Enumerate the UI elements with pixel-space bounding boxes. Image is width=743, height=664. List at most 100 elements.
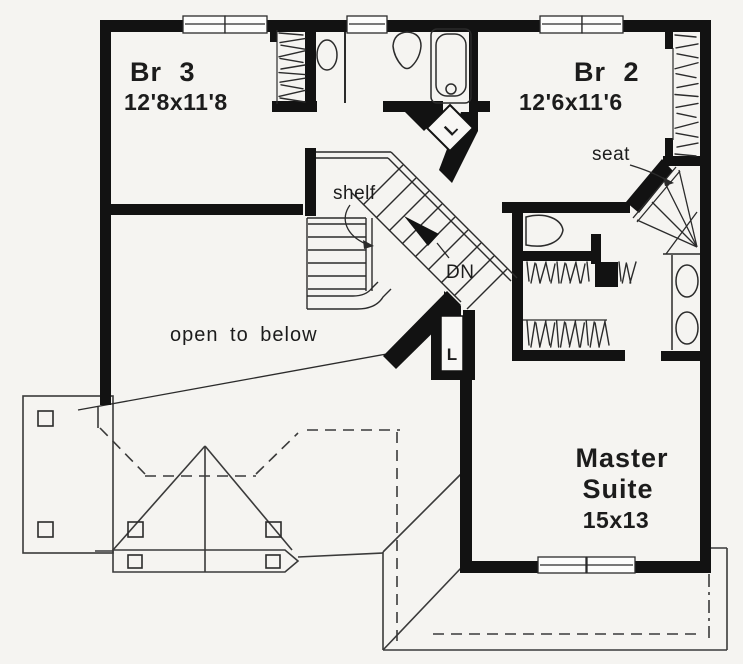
porch-post xyxy=(265,521,282,538)
wall-tub-stub xyxy=(469,101,490,112)
staircase xyxy=(306,151,518,310)
hatch-stroke xyxy=(675,132,699,138)
stair-rail-inner xyxy=(387,157,512,282)
hatch-stroke xyxy=(568,320,577,348)
wall-tub xyxy=(469,22,478,112)
open-to-below-label: open to below xyxy=(170,324,318,346)
shelf-leader xyxy=(344,204,367,245)
porch-posts xyxy=(37,410,282,569)
roof-hip-upper xyxy=(382,472,463,553)
room-label-br3: Br 3 xyxy=(130,57,196,87)
wall-linen-triangle xyxy=(405,112,443,131)
hatch-stroke xyxy=(621,262,628,284)
dn-leader xyxy=(436,242,450,259)
seat-leader-arrowhead xyxy=(663,177,674,186)
hatch-stroke xyxy=(279,97,306,103)
wall-bath-bottom-left xyxy=(272,101,317,112)
hatch-stroke xyxy=(530,321,536,348)
wall-br2-closet-bottom xyxy=(663,156,700,166)
toilet xyxy=(316,39,338,71)
hatch-stroke xyxy=(598,320,606,348)
dn-label: DN xyxy=(446,262,474,283)
porch-post xyxy=(37,410,54,427)
hatch-stroke xyxy=(574,321,581,348)
stair-rail-outer xyxy=(390,151,518,279)
open-to-below-line xyxy=(77,352,393,411)
closet-hatch-master-row1b xyxy=(618,261,637,284)
hatch-stroke xyxy=(279,37,306,44)
bath-tub xyxy=(430,28,472,104)
wall-msuite-left xyxy=(460,374,472,573)
linen-diamond xyxy=(425,103,475,153)
room-label-br2: Br 2 xyxy=(574,57,640,87)
down-arrow xyxy=(404,216,439,246)
hatch-stroke xyxy=(575,262,581,284)
wall-br2-closet-stub-top xyxy=(665,32,673,49)
hatch-stroke xyxy=(526,320,530,346)
room-dims-br3: 12'8x11'8 xyxy=(124,89,228,115)
shelf-leader-arrowhead xyxy=(363,240,374,249)
roof-outline xyxy=(22,395,728,651)
wall-stair-stub xyxy=(305,148,316,216)
stair-treads xyxy=(362,164,508,310)
hatch-stroke xyxy=(676,53,699,59)
hatch-stroke xyxy=(278,32,304,36)
wall-linen2-bottom xyxy=(431,371,475,380)
hatch-stroke xyxy=(279,57,304,64)
hatch-stroke xyxy=(675,102,699,109)
hatch-stroke xyxy=(585,320,589,346)
room-dims-br2: 12'6x11'6 xyxy=(519,89,623,115)
hatch-stroke xyxy=(675,72,697,79)
porch-post xyxy=(265,554,281,569)
wall-br3-closet xyxy=(305,30,316,106)
hatch-stroke xyxy=(674,121,699,129)
hatch-stroke xyxy=(565,263,571,282)
hatch-stroke xyxy=(618,261,622,282)
pedestal-sink xyxy=(392,31,422,70)
wall-mbath-nook xyxy=(523,251,593,261)
window-seat xyxy=(632,166,698,255)
wall-bath-bottom-right xyxy=(383,101,443,112)
hatch-stroke xyxy=(594,322,600,348)
hatch-stroke xyxy=(280,44,306,50)
hatch-stroke xyxy=(278,71,306,76)
linen-label-lower: L xyxy=(447,345,457,364)
wall-right xyxy=(700,20,711,573)
wall-mbath-left xyxy=(512,202,523,358)
shelf-label: shelf xyxy=(333,183,376,204)
wall-linen2-left xyxy=(431,315,441,380)
hatch-stroke xyxy=(526,261,530,282)
wall-mbath-top xyxy=(502,202,630,213)
wall-br3-bottom xyxy=(100,204,303,215)
stair-rail-lower xyxy=(350,191,462,303)
porch-band xyxy=(112,549,300,573)
hatch-stroke xyxy=(530,262,536,284)
hatch-stroke xyxy=(676,142,699,148)
hatch-stroke xyxy=(556,261,560,284)
hatch-stroke xyxy=(674,93,699,98)
wall-closet-stub xyxy=(270,27,277,42)
hatch-stroke xyxy=(604,321,610,346)
shelf-edge-outer xyxy=(307,288,392,310)
roof-dashed-lines xyxy=(99,427,699,642)
hatch-stroke xyxy=(625,263,632,284)
hatch-stroke xyxy=(555,320,560,348)
hatch-stroke xyxy=(535,322,541,348)
room-label-master-line2: Suite xyxy=(582,474,653,504)
closet-edges xyxy=(276,30,674,321)
windows xyxy=(182,15,636,574)
shelf-edge-inner xyxy=(307,281,379,297)
hatch-stroke xyxy=(550,263,556,284)
hatch-stroke xyxy=(569,261,577,284)
hatch-stroke xyxy=(549,322,556,348)
linen-closet-box xyxy=(440,315,464,372)
wall-linen2-right xyxy=(463,310,475,380)
hatch-stroke xyxy=(539,320,547,348)
closet-hatch-br3 xyxy=(278,32,306,103)
hatch-stroke xyxy=(278,50,306,58)
hatch-stroke xyxy=(539,261,547,284)
hatch-stroke xyxy=(560,262,566,284)
wall-closet-divider-h xyxy=(595,262,618,287)
hatch-stroke xyxy=(278,89,306,98)
roof-connector xyxy=(297,552,384,558)
